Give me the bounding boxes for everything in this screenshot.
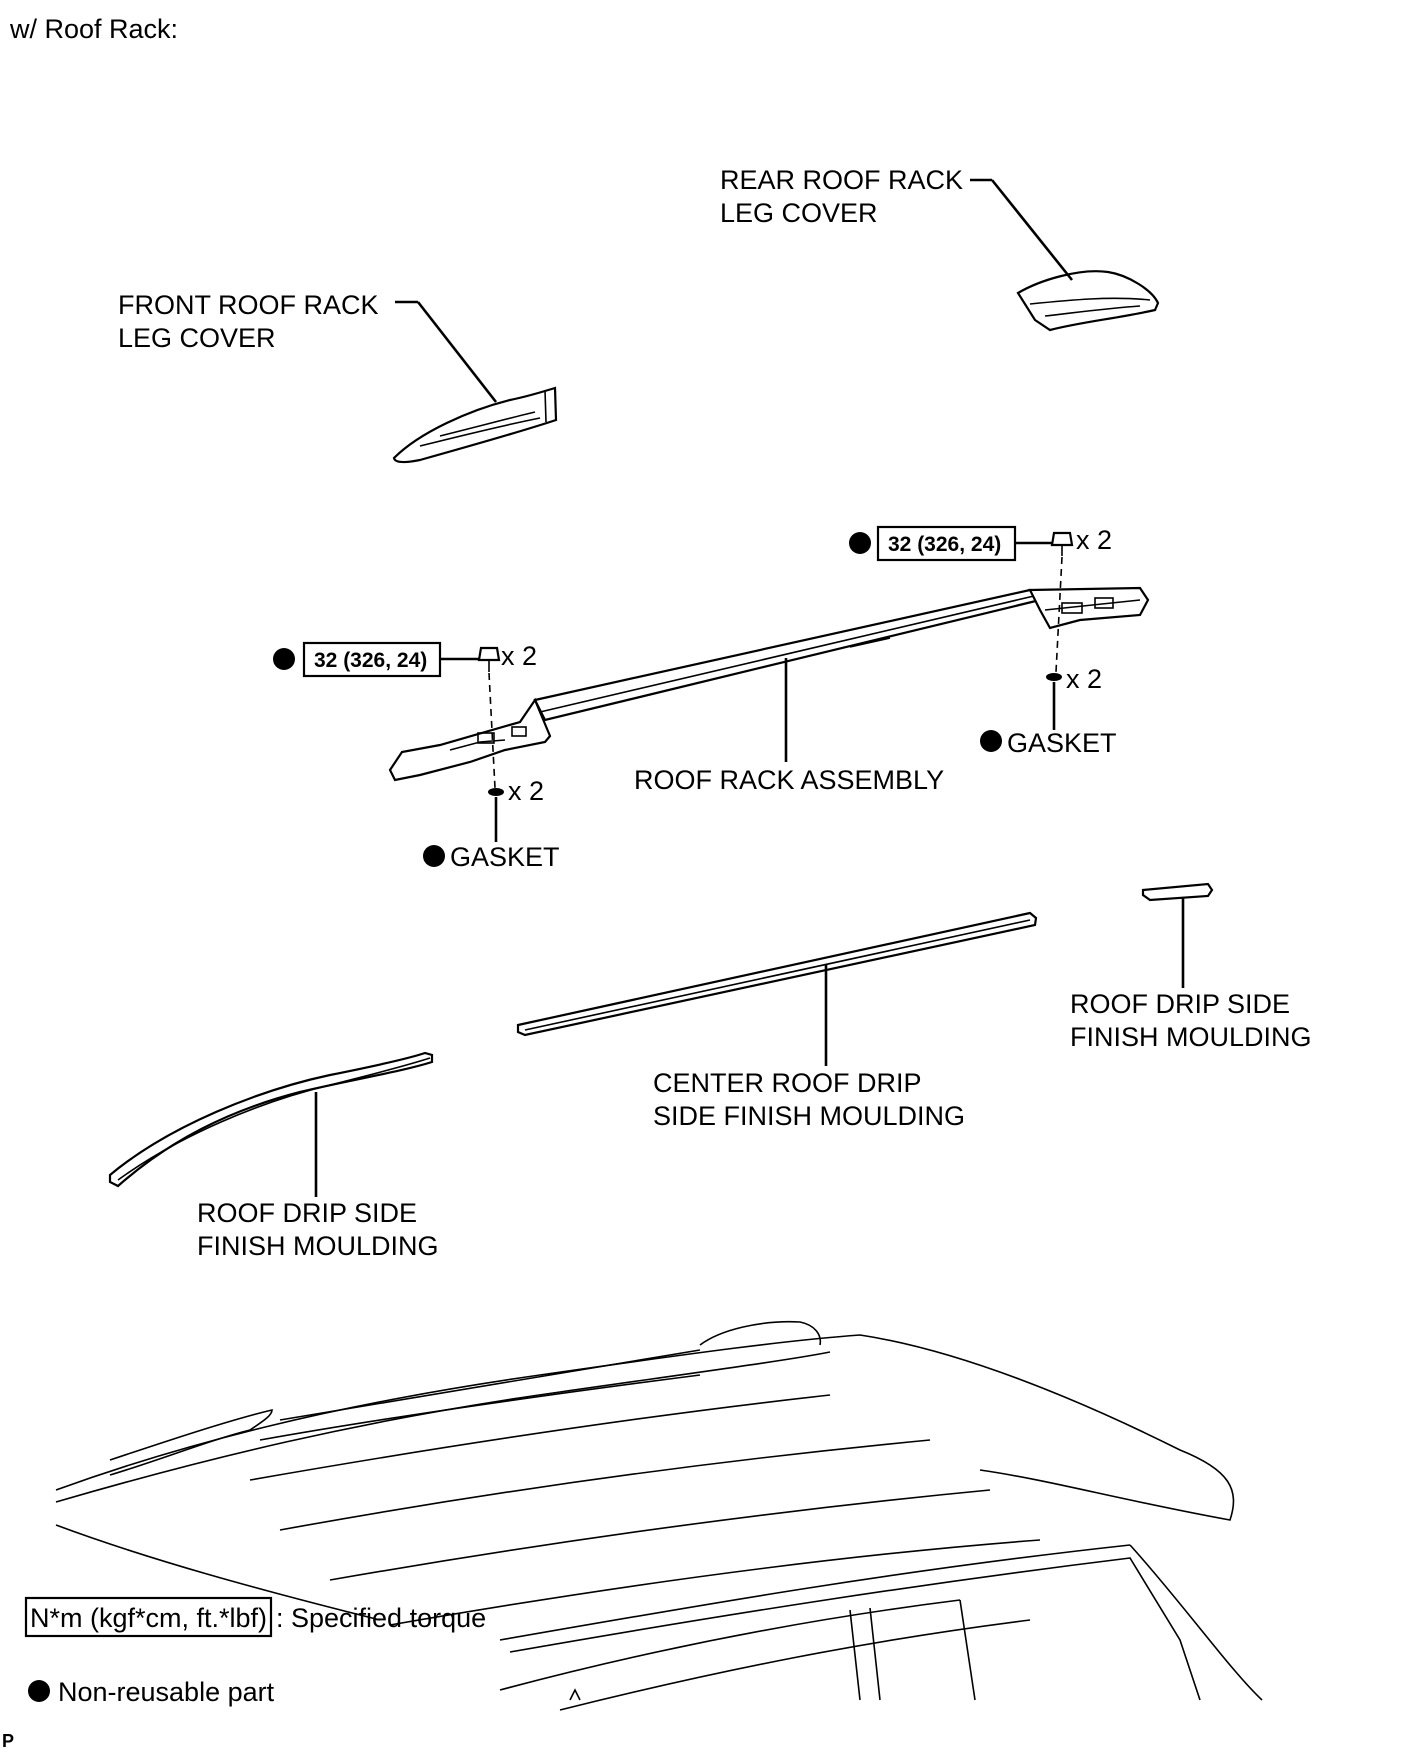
left-gasket-nonreusable-dot [423, 845, 445, 867]
center-drip-moulding-label-line1: CENTER ROOF DRIP [653, 1068, 922, 1098]
right-drip-moulding [1141, 882, 1214, 902]
center-drip-moulding-label-line2: SIDE FINISH MOULDING [653, 1101, 965, 1131]
center-drip-moulding [516, 911, 1038, 1037]
legend-nonreusable-text: Non-reusable part [58, 1677, 275, 1707]
roof-rack-assembly-label: ROOF RACK ASSEMBLY [634, 765, 944, 795]
left-gasket-qty: x 2 [508, 776, 544, 806]
right-gasket-qty: x 2 [1066, 664, 1102, 694]
left-torque-nonreusable-dot [273, 648, 295, 670]
rear-cover-label-line1: REAR ROOF RACK [720, 165, 963, 195]
right-torque-nonreusable-dot [849, 532, 871, 554]
front-cover-label-line2: LEG COVER [118, 323, 276, 353]
right-drip-moulding-label-line2: FINISH MOULDING [1070, 1022, 1312, 1052]
rear-cover-label-line2: LEG COVER [720, 198, 878, 228]
right-torque-value: 32 (326, 24) [888, 533, 1001, 556]
page-title: w/ Roof Rack: [9, 14, 178, 44]
legend-nonreusable-dot [28, 1680, 50, 1702]
left-bolt-icon [477, 646, 501, 672]
rear-roof-rack-leg-cover [1016, 270, 1160, 332]
legend-torque-units: N*m (kgf*cm, ft.*lbf) [30, 1603, 267, 1633]
left-gasket-icon [488, 788, 504, 796]
vehicle-roof-outline [55, 1320, 1263, 1711]
legend-torque-text: : Specified torque [276, 1603, 486, 1633]
right-torque-box [876, 525, 1017, 562]
right-gasket-nonreusable-dot [980, 730, 1002, 752]
left-gasket-label: GASKET [450, 842, 560, 872]
right-bolt-icon [1050, 531, 1074, 556]
left-torque-value: 32 (326, 24) [314, 649, 427, 672]
footer-mark: P [2, 1731, 14, 1751]
front-roof-rack-leg-cover [392, 386, 558, 464]
legend-torque-box [24, 1596, 273, 1638]
left-bolt-qty: x 2 [501, 641, 537, 671]
left-drip-moulding-label-line1: ROOF DRIP SIDE [197, 1198, 417, 1228]
front-cover-label-line1: FRONT ROOF RACK [118, 290, 379, 320]
right-gasket-icon [1046, 673, 1062, 681]
right-drip-moulding-label-line1: ROOF DRIP SIDE [1070, 989, 1290, 1019]
left-drip-moulding [108, 1051, 434, 1188]
right-bolt-qty: x 2 [1076, 525, 1112, 555]
right-gasket-label: GASKET [1007, 728, 1117, 758]
left-drip-moulding-label-line2: FINISH MOULDING [197, 1231, 439, 1261]
